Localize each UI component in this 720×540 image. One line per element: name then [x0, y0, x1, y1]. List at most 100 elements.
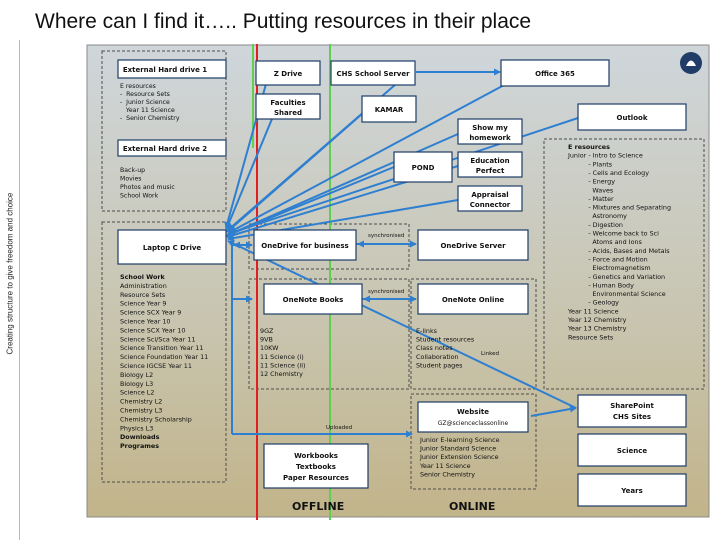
list-item: Junior E-learning Science — [419, 436, 500, 444]
box-kamar-label: KAMAR — [375, 106, 404, 114]
list-item: Biology L3 — [120, 380, 153, 388]
list-item: Year 12 Chemistry — [567, 316, 627, 324]
arrow-homework-laptop — [227, 133, 459, 236]
list-item: Downloads — [120, 433, 160, 441]
list-item: Class notes — [416, 344, 453, 352]
arrow-website-sharepoint — [530, 405, 577, 417]
box-website-line1: Website — [457, 408, 489, 416]
list-item: 9GZ — [260, 327, 274, 335]
list-item: Astronomy — [568, 212, 627, 220]
box-appraisal[interactable] — [457, 185, 523, 212]
box-pond[interactable] — [393, 151, 453, 183]
zone-offline: OFFLINE — [292, 500, 344, 513]
group-e-resources — [543, 138, 705, 390]
list-item: - Plants — [568, 160, 613, 168]
list-item: Administration — [120, 282, 167, 290]
list-item: - Junior Science — [120, 99, 170, 106]
box-sharepoint[interactable] — [577, 394, 687, 428]
box-chs-server-label: CHS School Server — [336, 70, 410, 78]
box-onedrive-business[interactable] — [253, 229, 357, 261]
box-show-homework-line1: Show my — [472, 124, 508, 132]
box-ext1[interactable] — [117, 59, 227, 79]
list-item: Resource Sets — [120, 291, 166, 299]
logo-mark — [686, 60, 696, 66]
box-faculties[interactable] — [255, 93, 321, 120]
box-pond-label: POND — [412, 164, 435, 172]
school-logo — [680, 52, 702, 74]
list-item: Resource Sets — [568, 333, 614, 341]
box-show-homework-line2: homework — [469, 134, 511, 142]
box-onenote-online[interactable] — [417, 283, 529, 315]
list-item: Science IGCSE Year 11 — [120, 362, 192, 370]
list-item: Science SCX Year 9 — [120, 309, 181, 317]
box-sharepoint-line2: CHS Sites — [613, 413, 651, 421]
box-zdrive-label: Z Drive — [274, 70, 303, 78]
box-years[interactable] — [577, 473, 687, 507]
list-item: Chemistry L3 — [120, 407, 162, 415]
list-item: - Digestion — [568, 221, 623, 229]
list-item: - Genetics and Variation — [568, 273, 665, 281]
box-onedrive-server[interactable] — [417, 229, 529, 261]
group-online-resources — [410, 278, 537, 390]
list-item: - Resource Sets — [120, 91, 170, 98]
list-item: Collaboration — [416, 353, 459, 361]
box-sharepoint-line1: SharePoint — [610, 402, 654, 410]
list-item: - Energy — [568, 178, 615, 186]
box-workbooks[interactable] — [263, 443, 369, 489]
box-onenote-books-label: OneNote Books — [283, 296, 344, 304]
box-onenote-books[interactable] — [263, 283, 363, 315]
list-item: Science Year 9 — [120, 300, 166, 308]
list-item: Chemistry Scholarship — [120, 415, 192, 423]
box-office365-label: Office 365 — [535, 70, 575, 78]
list-item: Senior Chemistry — [420, 470, 475, 478]
box-office365[interactable] — [500, 59, 610, 87]
list-item: - Welcome back to Sci — [568, 230, 659, 238]
box-zdrive[interactable] — [255, 60, 321, 86]
list-item: Junior Extension Science — [419, 453, 499, 461]
list-item: Atoms and Ions — [568, 238, 643, 246]
group-external-drives — [101, 50, 227, 212]
list-item: 11 Science (ii) — [260, 361, 306, 369]
group-website — [410, 393, 537, 490]
resource-diagram: synchronised synchronised Linked Uploade… — [86, 44, 710, 520]
box-edu-perfect-line2: Perfect — [476, 167, 505, 175]
list-item: 9VB — [260, 336, 273, 344]
list-item: Junior - Intro to Science — [567, 152, 643, 160]
box-outlook-label: Outlook — [617, 114, 648, 122]
list-item: E resources — [120, 83, 156, 90]
list-item: Physics L3 — [120, 424, 153, 432]
box-website[interactable] — [417, 401, 529, 433]
list-item: 11 Science (i) — [260, 353, 304, 361]
list-item: - Geology — [568, 299, 619, 307]
box-science[interactable] — [577, 433, 687, 467]
list-item: Waves — [568, 186, 614, 194]
label-linked: Linked — [481, 351, 499, 357]
list-item: Year 11 Science — [567, 307, 619, 315]
label-sync2: synchronised — [368, 289, 404, 295]
zone-online: ONLINE — [449, 500, 495, 513]
list-item: - Cells and Ecology — [568, 169, 649, 177]
box-laptop[interactable] — [117, 229, 227, 265]
list-item: 10KW — [260, 344, 279, 352]
box-onedrive-server-label: OneDrive Server — [440, 242, 506, 250]
box-faculties-line2: Shared — [274, 109, 302, 117]
list-item: - Acids, Bases and Metals — [568, 247, 670, 255]
box-ext2[interactable] — [117, 139, 227, 157]
box-chs-server[interactable] — [330, 60, 416, 86]
box-workbooks-line1: Workbooks — [294, 452, 338, 460]
box-kamar[interactable] — [361, 95, 417, 123]
box-show-homework[interactable] — [457, 118, 523, 145]
box-outlook[interactable] — [577, 103, 687, 131]
arrow-office-laptop — [229, 83, 507, 233]
list-item: - Matter — [568, 195, 614, 203]
list-item: Science Foundation Year 11 — [120, 353, 208, 361]
arrow-pond-laptop — [225, 166, 395, 237]
label-sync1: synchronised — [368, 233, 404, 239]
box-edu-perfect[interactable] — [457, 151, 523, 178]
list-item: 12 Chemistry — [260, 370, 303, 378]
side-caption: Creating structure to give freedom and c… — [5, 192, 15, 355]
